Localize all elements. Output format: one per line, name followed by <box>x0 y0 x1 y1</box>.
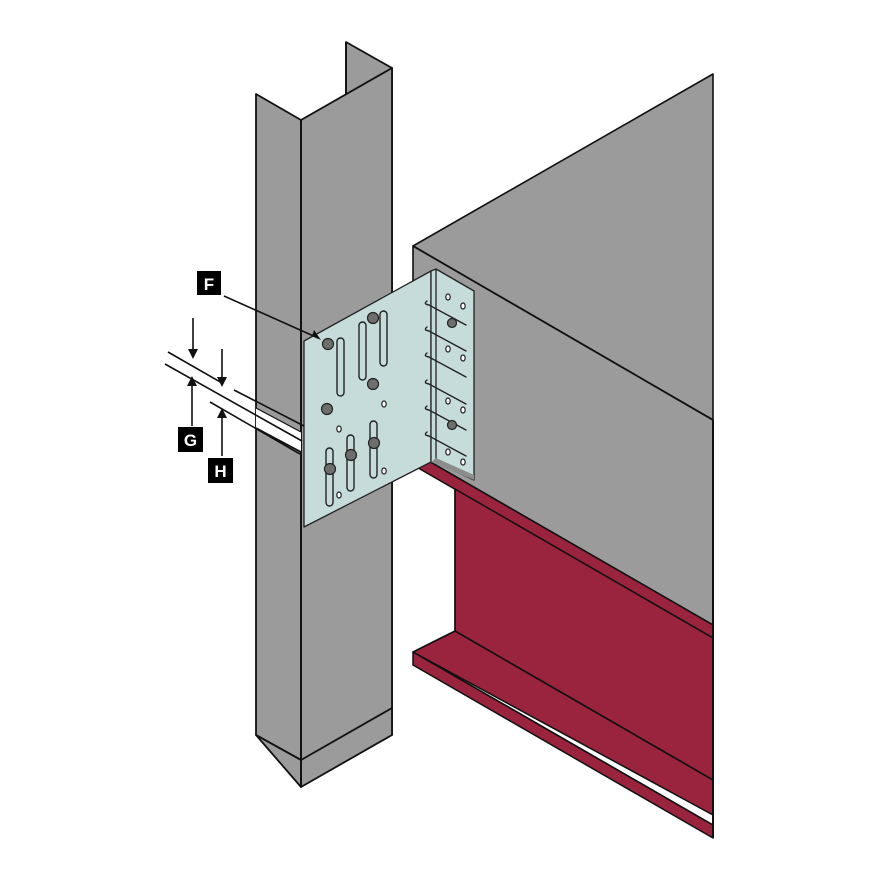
callout-F: F <box>197 271 221 295</box>
return-leg-bolts <box>446 317 458 431</box>
slot <box>358 321 367 381</box>
callout-G-text: G <box>184 431 197 450</box>
connector-plate <box>303 268 475 528</box>
callout-G: G <box>178 427 203 452</box>
slot <box>379 310 388 367</box>
plate-bolts <box>320 311 381 476</box>
concrete-slab <box>412 73 714 626</box>
arrow-icon <box>312 330 321 340</box>
steel-beam <box>412 420 714 839</box>
dimension-lines <box>164 295 319 456</box>
bolt-icon <box>344 448 358 462</box>
slot <box>369 420 378 479</box>
bolt-icon <box>446 317 458 329</box>
bolt-icon <box>366 311 380 325</box>
callout-F-text: F <box>204 275 214 294</box>
slot <box>346 434 355 492</box>
callout-H: H <box>208 458 233 483</box>
bolt-icon <box>320 402 334 416</box>
return-leg-prongs <box>424 300 467 457</box>
arrow-up-icon <box>187 376 197 386</box>
bolt-icon <box>366 377 380 391</box>
bolt-icon <box>323 462 337 476</box>
bolt-icon <box>446 419 458 431</box>
return-leg-holes <box>445 293 466 466</box>
plate-slots <box>325 310 388 507</box>
arrow-up-icon <box>217 408 227 418</box>
bolt-icon <box>367 436 381 450</box>
slot <box>336 337 345 397</box>
arrowheads <box>187 330 321 418</box>
callout-H-text: H <box>214 462 226 481</box>
arrow-down-icon <box>188 349 198 359</box>
arrow-down-icon <box>217 377 227 387</box>
bolt-icon <box>321 337 335 351</box>
slot <box>325 447 334 507</box>
plate-holes <box>336 400 387 499</box>
